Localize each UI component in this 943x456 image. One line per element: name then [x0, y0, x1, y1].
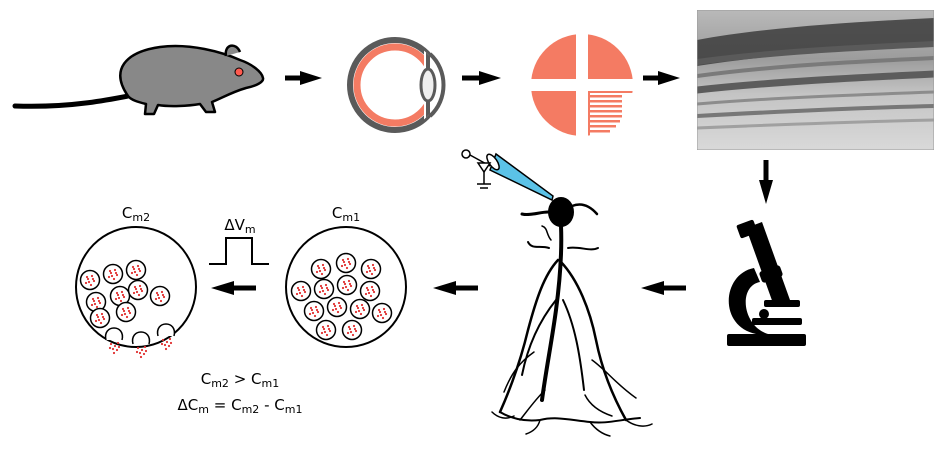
cell-cm2: Cm2	[75, 204, 197, 359]
patch-pipette-icon	[461, 149, 554, 202]
arrow-eye-to-retina	[462, 71, 501, 85]
vesicle	[303, 300, 325, 322]
released-content-dot	[144, 349, 148, 353]
released-content-dot	[140, 348, 144, 352]
vesicle	[89, 307, 111, 329]
vesicle	[290, 280, 312, 302]
released-content-dot	[109, 342, 113, 346]
arrow-cell1-to-cell2	[211, 281, 256, 295]
released-content-dot	[112, 351, 116, 355]
cm2-label: Cm2	[122, 204, 150, 224]
released-content-dot	[143, 345, 147, 349]
released-content-dot	[117, 345, 121, 349]
released-content-dot	[165, 340, 169, 344]
eye-icon	[347, 37, 446, 133]
pipette-glass	[489, 152, 554, 202]
vesicle	[149, 285, 171, 307]
released-content-dot	[111, 347, 115, 351]
released-content-dot	[161, 338, 165, 342]
released-content-dot	[169, 341, 173, 345]
vesicle	[349, 298, 371, 320]
cell-cm1-vesicles	[290, 252, 393, 341]
arrow-retina-to-slice	[643, 71, 680, 85]
vesicle	[313, 278, 335, 300]
fused-vesicle	[131, 331, 151, 345]
vesicle	[115, 301, 137, 323]
dvm-label: ΔVm	[224, 216, 255, 236]
retina-quadrant-icon	[531, 34, 634, 137]
voltage-step: ΔVm	[209, 216, 269, 265]
arrow-rat-to-eye	[285, 71, 322, 85]
released-content-dot	[135, 350, 139, 354]
released-content-dot	[113, 344, 117, 348]
vesicle	[326, 296, 348, 318]
vesicle	[127, 279, 149, 301]
released-content-dot	[108, 346, 112, 350]
vesicle	[315, 319, 337, 341]
vesicle	[102, 263, 124, 285]
released-content-dot	[168, 337, 172, 341]
rat-icon	[12, 44, 265, 116]
eye-cornea	[428, 52, 446, 118]
retinal-slice-micrograph	[697, 10, 934, 150]
arrow-slice-to-microscope	[759, 160, 773, 204]
released-content-dot	[142, 352, 146, 356]
cell-cm2-vesicles	[79, 259, 171, 329]
released-content-dot	[115, 348, 119, 352]
cm1-label: Cm1	[332, 204, 360, 224]
vesicle	[125, 259, 147, 281]
rat-ear	[224, 44, 242, 57]
released-content-dot	[136, 346, 140, 350]
vesicle	[336, 274, 358, 296]
equation-delta-cm: ΔCm = Cm2 - Cm1	[178, 396, 303, 416]
neuron-soma	[548, 197, 574, 227]
arrow-microscope-to-neuron	[641, 281, 686, 295]
released-content-dot	[116, 341, 120, 345]
microscope-icon	[727, 219, 806, 346]
arrow-neuron-to-cell1	[433, 281, 478, 295]
fused-vesicle	[156, 323, 176, 337]
vesicle	[310, 258, 332, 280]
retina-stripes	[590, 95, 622, 133]
released-content-dot	[164, 347, 168, 351]
released-content-dot	[163, 343, 167, 347]
fused-vesicle	[104, 327, 124, 341]
bipolar-neuron-icon	[491, 197, 653, 437]
cell-cm1: Cm1	[285, 204, 407, 348]
released-content-dot	[167, 344, 171, 348]
vesicle	[79, 269, 101, 291]
vesicle	[360, 258, 382, 280]
equation-cm2-greater: Cm2 > Cm1	[201, 370, 280, 390]
vesicle	[335, 252, 357, 274]
eye-lens	[419, 67, 437, 103]
released-content-dot	[138, 351, 142, 355]
rat-eye	[234, 67, 244, 77]
vesicle	[359, 280, 381, 302]
rat-body	[119, 44, 265, 116]
cell-cm2-fused-vesicles	[104, 323, 176, 359]
voltage-step-trace	[209, 237, 269, 265]
vesicle	[371, 302, 393, 324]
vesicle	[341, 319, 363, 341]
released-content-dot	[139, 355, 143, 359]
released-content-dot	[160, 342, 164, 346]
